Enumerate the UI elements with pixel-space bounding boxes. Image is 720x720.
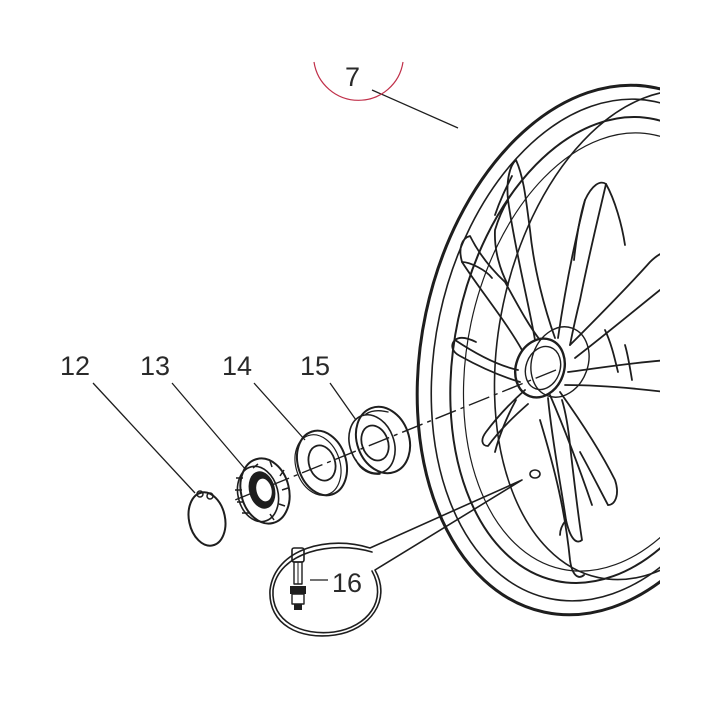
bearing-spacer: [348, 405, 412, 475]
leader-15: [329, 382, 357, 421]
rim-outer-contour: [415, 83, 660, 617]
leader-14: [253, 382, 306, 441]
washer: [294, 429, 348, 497]
wheel-hub: [514, 326, 590, 399]
leader-12: [92, 382, 196, 494]
leader-13: [171, 382, 247, 471]
ring-nut: [235, 457, 291, 525]
callouts: 7 12 13 14 15 16: [60, 62, 362, 598]
callout-12: 12: [60, 351, 90, 381]
valve-hole: [529, 469, 541, 479]
callout-7-highlight: [313, 61, 404, 101]
callout-7: 7: [345, 62, 360, 92]
wheel-rim: [415, 83, 660, 617]
tyre-valve: [290, 547, 306, 610]
callout-14: 14: [222, 351, 252, 381]
axle-centerline: [234, 369, 557, 501]
leader-lines: [92, 89, 459, 581]
wheel-spokes: [451, 159, 660, 578]
callout-13: 13: [140, 351, 170, 381]
leader-7: [371, 89, 459, 129]
circlip: [187, 490, 227, 547]
tyre-valve-inset: [269, 479, 523, 637]
callout-16: 16: [332, 568, 362, 598]
callout-15: 15: [300, 351, 330, 381]
